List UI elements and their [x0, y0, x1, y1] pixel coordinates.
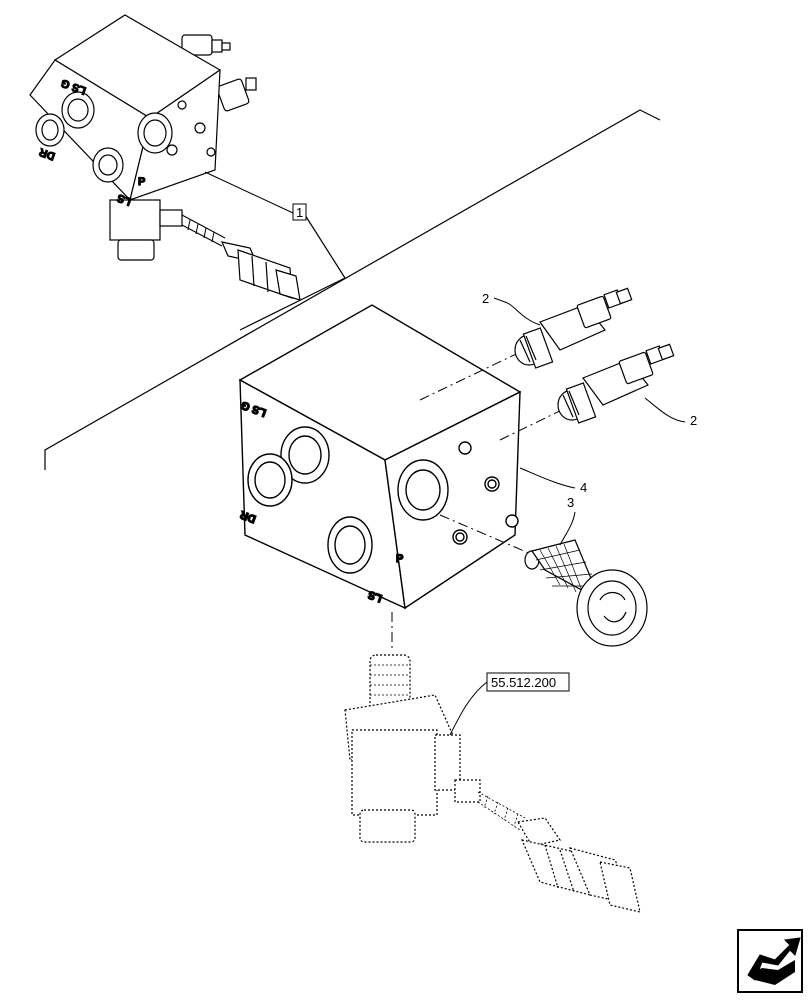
- callout-1-label: 1: [296, 205, 303, 220]
- strainer: [524, 539, 648, 647]
- callout-sensor-ref-label: 55.512.200: [491, 675, 556, 690]
- valve-block: LS G DR LS P: [238, 304, 522, 610]
- stamp-p: P: [396, 553, 403, 565]
- callout-sensor-ref[interactable]: 55.512.200: [449, 672, 570, 736]
- callout-4[interactable]: 4: [519, 467, 587, 495]
- callout-4-label: 4: [580, 480, 587, 495]
- callout-3[interactable]: 3: [559, 495, 576, 546]
- return-arrow-icon[interactable]: [737, 929, 803, 993]
- check-fitting-upper: [514, 287, 633, 369]
- callout-2-lower-label: 2: [690, 413, 697, 428]
- sensor-cable: [477, 791, 526, 831]
- reference-fitting-side: [216, 77, 257, 112]
- sensor-connector: [517, 817, 641, 913]
- reference-stamp-p: P: [138, 176, 145, 188]
- reference-connector: [220, 241, 301, 301]
- check-fitting-lower: [557, 343, 675, 424]
- callout-1[interactable]: 1: [204, 171, 307, 221]
- section-lines: [44, 109, 661, 470]
- reference-stamp-ls: LS: [116, 191, 133, 207]
- reference-block-right: [129, 68, 221, 201]
- callout-2-upper[interactable]: 2: [482, 291, 541, 326]
- stamp-ls: LS: [366, 588, 383, 604]
- callout-2-upper-label: 2: [482, 291, 489, 306]
- pressure-sensor: [344, 654, 641, 913]
- callout-2-lower[interactable]: 2: [644, 397, 697, 428]
- sensor-thread: [370, 664, 410, 696]
- strainer-mesh: [535, 543, 596, 597]
- valve-block-right: [384, 390, 521, 610]
- reference-fitting-top: [181, 34, 231, 56]
- reference-cable: [181, 214, 226, 247]
- reference-valve-assembly: LS G DR LS P: [29, 14, 301, 301]
- callout-3-label: 3: [567, 495, 574, 510]
- reference-stamp-dr: DR: [38, 145, 57, 162]
